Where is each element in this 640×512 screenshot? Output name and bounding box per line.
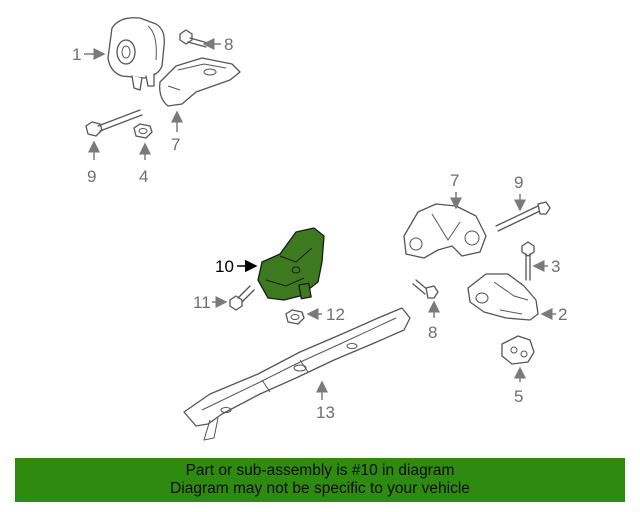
part-10-bracket-highlighted[interactable] xyxy=(257,227,325,301)
callout-3: 3 xyxy=(551,257,560,276)
callout-13: 13 xyxy=(316,403,335,422)
callout-2: 2 xyxy=(558,305,567,324)
callout-1: 1 xyxy=(72,45,81,64)
part-6-bracket[interactable] xyxy=(159,57,241,107)
part-5-bracket[interactable] xyxy=(501,335,535,365)
part-12-nut[interactable] xyxy=(285,309,305,325)
banner-line-2: Diagram may not be specific to your vehi… xyxy=(170,480,470,497)
parts-diagram: 1 8 7 9 4 7 9 xyxy=(72,17,567,441)
part-9-bolt-left[interactable] xyxy=(85,109,143,137)
callout-7: 7 xyxy=(450,171,459,190)
part-3-bolt[interactable] xyxy=(521,241,535,281)
part-2-insulator[interactable] xyxy=(467,273,539,321)
part-1-insulator[interactable] xyxy=(107,17,165,91)
callout-6: 7 xyxy=(171,135,180,154)
part-8-bolt-right[interactable] xyxy=(412,279,439,299)
callout-9-left: 9 xyxy=(87,167,96,186)
callout-4: 4 xyxy=(139,167,148,186)
callout-8-right: 8 xyxy=(428,323,437,342)
callout-9-right: 9 xyxy=(514,173,523,192)
callout-10: 10 xyxy=(215,257,234,276)
callout-11: 11 xyxy=(193,293,211,312)
callout-12: 12 xyxy=(326,305,345,324)
banner-line-1: Part or sub-assembly is #10 in diagram xyxy=(185,462,455,479)
part-4-nut[interactable] xyxy=(133,123,153,139)
callout-8-top: 8 xyxy=(224,35,233,54)
part-11-bolt[interactable] xyxy=(229,285,255,311)
info-banner: Part or sub-assembly is #10 in diagram D… xyxy=(15,458,625,502)
part-9-bolt-right[interactable] xyxy=(495,201,551,232)
callout-5: 5 xyxy=(514,387,523,406)
part-8-bolt-top[interactable] xyxy=(179,29,209,48)
part-7-bracket[interactable] xyxy=(403,203,487,259)
part-13-crossmember[interactable] xyxy=(183,307,411,441)
